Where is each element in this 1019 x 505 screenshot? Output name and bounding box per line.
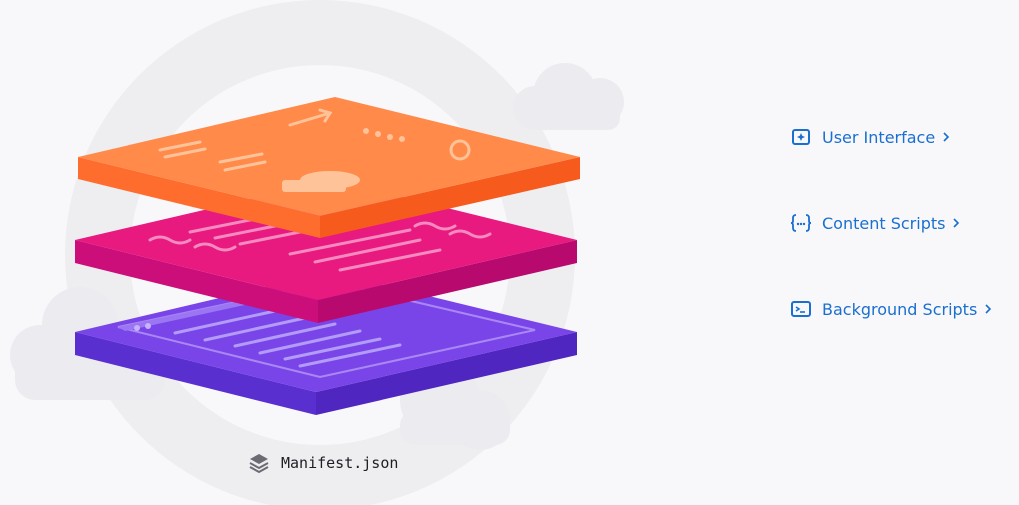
layers-icon xyxy=(249,454,269,474)
user-interface-link[interactable]: User Interface xyxy=(790,126,951,148)
content-scripts-label: Content Scripts xyxy=(822,213,946,233)
background-scripts-label: Background Scripts xyxy=(822,299,978,319)
ui-sparkle-window-icon xyxy=(792,129,810,145)
chevron-right-icon xyxy=(953,218,960,228)
ui-layer xyxy=(78,97,580,238)
manifest-caption: Manifest.json xyxy=(248,452,398,474)
chevron-right-icon xyxy=(985,304,992,314)
user-interface-label: User Interface xyxy=(822,127,936,147)
terminal-window-icon xyxy=(791,301,811,317)
content-scripts-link[interactable]: Content Scripts xyxy=(790,212,961,234)
background-scripts-link[interactable]: Background Scripts xyxy=(790,298,993,320)
curly-braces-icon xyxy=(790,214,812,232)
content-layer xyxy=(75,180,577,323)
chevron-right-icon xyxy=(943,132,950,142)
manifest-label: Manifest.json xyxy=(281,454,399,472)
